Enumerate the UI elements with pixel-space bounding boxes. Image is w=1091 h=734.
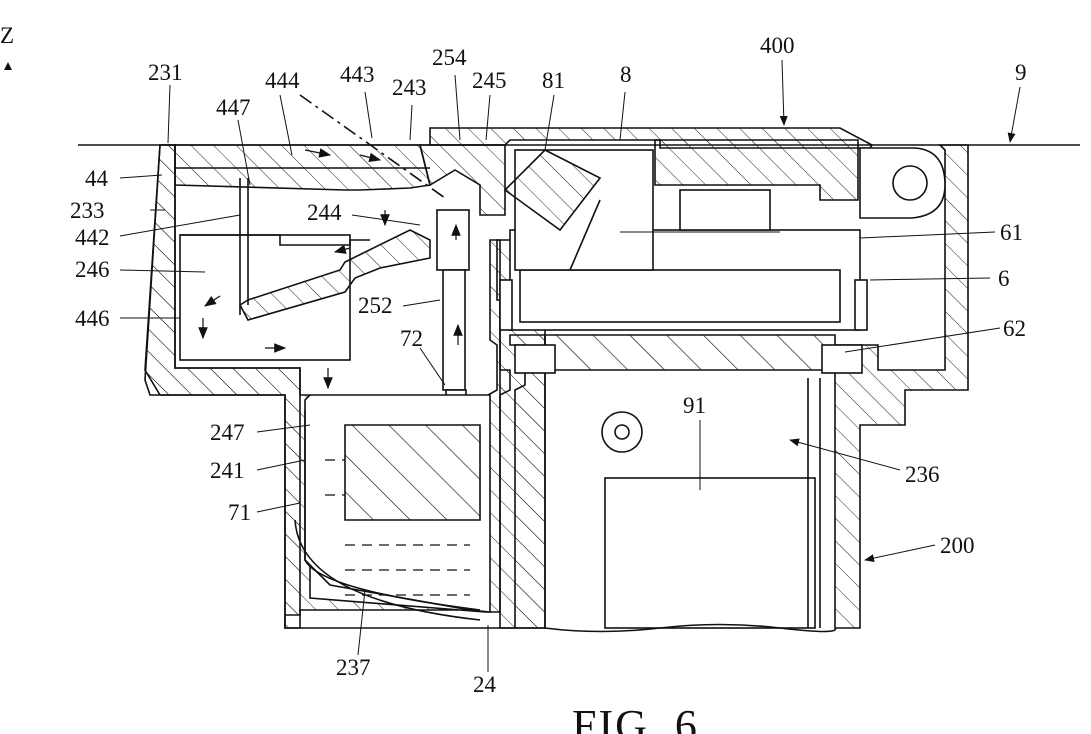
label-91: 91 bbox=[683, 393, 706, 418]
flow-arrow-4 bbox=[335, 248, 350, 252]
label-254: 254 bbox=[432, 45, 467, 70]
leader-9 bbox=[1010, 87, 1020, 142]
leader-200 bbox=[865, 545, 935, 560]
label-241: 241 bbox=[210, 458, 245, 483]
label-61: 61 bbox=[1000, 220, 1023, 245]
label-81: 81 bbox=[542, 68, 565, 93]
label-247: 247 bbox=[210, 420, 245, 445]
cartridge-clip-left bbox=[500, 280, 512, 330]
label-200: 200 bbox=[940, 533, 975, 558]
pivot-bracket bbox=[860, 148, 945, 218]
canister-knob bbox=[602, 412, 642, 452]
label-6: 6 bbox=[998, 266, 1010, 291]
label-443: 443 bbox=[340, 62, 375, 87]
tilted-plate bbox=[240, 230, 430, 320]
float-block bbox=[345, 425, 480, 520]
label-245: 245 bbox=[472, 68, 507, 93]
seal-lug-right bbox=[822, 345, 862, 373]
chamber-frame bbox=[180, 235, 370, 245]
label-446: 446 bbox=[75, 306, 110, 331]
seal-lug-left bbox=[515, 345, 555, 373]
leader-237 bbox=[358, 590, 365, 655]
leader-442 bbox=[120, 215, 240, 236]
leader-244 bbox=[352, 215, 420, 225]
label-444: 444 bbox=[265, 68, 300, 93]
valve-head bbox=[437, 210, 469, 270]
leader-443 bbox=[365, 92, 372, 138]
label-44: 44 bbox=[85, 166, 109, 191]
leader-81 bbox=[545, 95, 554, 150]
leader-62 bbox=[845, 328, 1000, 352]
z-axis-label: Z bbox=[0, 23, 14, 48]
canister bbox=[605, 478, 815, 628]
label-236: 236 bbox=[905, 462, 940, 487]
label-400: 400 bbox=[760, 33, 795, 58]
label-442: 442 bbox=[75, 225, 110, 250]
leader-231 bbox=[168, 85, 170, 143]
left-wall bbox=[145, 145, 300, 628]
nozzle-body bbox=[420, 145, 505, 215]
seal-ring bbox=[545, 335, 835, 370]
label-252: 252 bbox=[358, 293, 393, 318]
label-237: 237 bbox=[336, 655, 371, 680]
cartridge-clip-right bbox=[855, 280, 867, 330]
leader-400 bbox=[782, 60, 784, 125]
leader-6 bbox=[870, 278, 990, 280]
label-72: 72 bbox=[400, 326, 423, 351]
leader-72 bbox=[420, 348, 445, 385]
circuit-board bbox=[680, 190, 770, 230]
leader-61 bbox=[860, 232, 995, 238]
valve-stem bbox=[443, 270, 465, 390]
label-9: 9 bbox=[1015, 60, 1027, 85]
label-62: 62 bbox=[1003, 316, 1026, 341]
label-243: 243 bbox=[392, 75, 427, 100]
z-axis-arrow bbox=[4, 62, 12, 70]
flow-arrow-5 bbox=[205, 296, 220, 306]
label-246: 246 bbox=[75, 257, 110, 282]
label-233: 233 bbox=[70, 198, 105, 223]
canister-knob-center bbox=[615, 425, 629, 439]
leader-243 bbox=[410, 105, 412, 140]
label-24: 24 bbox=[473, 672, 497, 697]
label-71: 71 bbox=[228, 500, 251, 525]
leader-44 bbox=[120, 175, 162, 178]
leader-252 bbox=[403, 300, 440, 306]
figure-title: FIG. 6 bbox=[572, 701, 699, 734]
label-244: 244 bbox=[307, 200, 342, 225]
label-231: 231 bbox=[148, 60, 183, 85]
label-447: 447 bbox=[216, 95, 251, 120]
label-8: 8 bbox=[620, 62, 632, 87]
